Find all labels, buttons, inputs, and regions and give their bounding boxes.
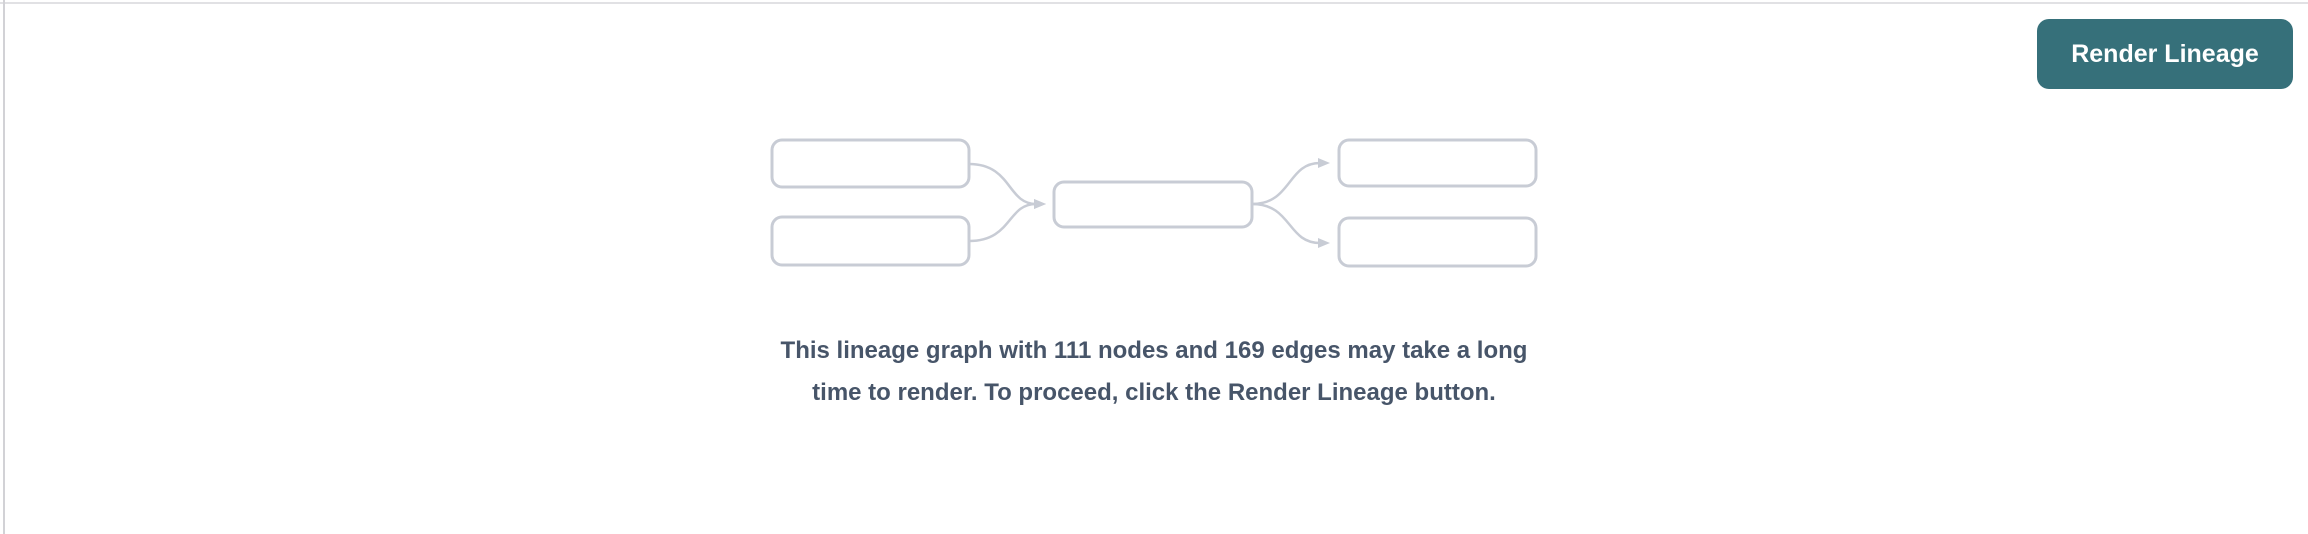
placeholder-node bbox=[1052, 180, 1254, 229]
pane-left-border bbox=[3, 0, 5, 534]
placeholder-edge-arrow bbox=[1250, 158, 1330, 206]
lineage-placeholder-illustration bbox=[770, 138, 1538, 268]
lineage-warning-message: This lineage graph with 111 nodes and 16… bbox=[780, 337, 1528, 406]
placeholder-node bbox=[770, 215, 971, 267]
placeholder-edge-arrow bbox=[1250, 202, 1330, 248]
placeholder-node bbox=[1337, 216, 1538, 268]
placeholder-edge-arrow bbox=[967, 162, 1046, 209]
placeholder-edges bbox=[967, 158, 1330, 248]
placeholder-edge-arrow bbox=[967, 199, 1046, 243]
placeholder-node bbox=[1337, 138, 1538, 188]
placeholder-node bbox=[770, 138, 971, 189]
placeholder-nodes bbox=[770, 138, 1538, 268]
render-lineage-button[interactable]: Render Lineage bbox=[2037, 19, 2293, 89]
lineage-pane: This lineage graph with 111 nodes and 16… bbox=[0, 133, 2308, 414]
pane-top-border bbox=[0, 2, 2308, 4]
